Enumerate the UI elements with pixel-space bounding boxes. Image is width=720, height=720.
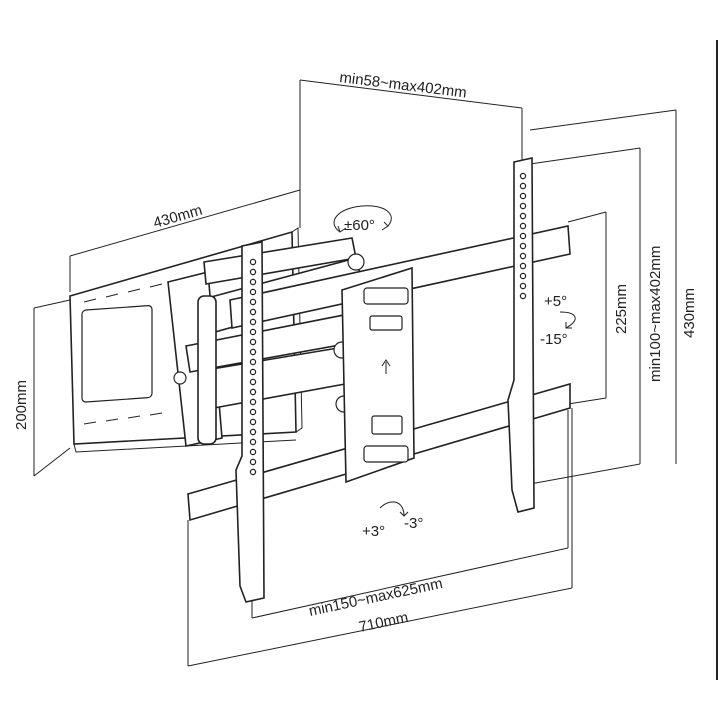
bracket-hole bbox=[519, 182, 527, 190]
tilt-down-angle-label: -15° bbox=[540, 331, 568, 348]
bracket-hole bbox=[249, 298, 257, 306]
wall-plate-width-label: 430mm bbox=[151, 202, 204, 232]
bracket-hole bbox=[249, 358, 257, 366]
bracket-hole bbox=[249, 258, 257, 266]
center-mount-plate bbox=[341, 266, 415, 484]
bracket-hole bbox=[249, 348, 257, 356]
bracket-hole bbox=[519, 232, 527, 240]
vertical-bracket-left bbox=[235, 241, 265, 603]
tilt-range-height-label: 225mm bbox=[613, 284, 630, 334]
bracket-hole bbox=[519, 242, 527, 250]
bracket-hole bbox=[249, 288, 257, 296]
swivel-angle-label: ±60° bbox=[344, 217, 375, 234]
bracket-hole bbox=[519, 252, 527, 260]
bracket-hole bbox=[519, 262, 527, 270]
wall-plate-height-label: 200mm bbox=[13, 380, 30, 430]
bracket-hole bbox=[249, 408, 257, 416]
bracket-hole bbox=[249, 308, 257, 316]
rotate-arrow-icon bbox=[379, 501, 409, 517]
bracket-hole bbox=[519, 292, 527, 300]
bracket-hole bbox=[249, 268, 257, 276]
bracket-hole bbox=[519, 192, 527, 200]
bracket-hole bbox=[519, 172, 527, 180]
bracket-hole bbox=[249, 458, 257, 466]
swivel-arrow-icon bbox=[333, 205, 392, 233]
bracket-hole bbox=[249, 448, 257, 456]
bracket-hole bbox=[519, 212, 527, 220]
overall-height-label: 430mm bbox=[681, 288, 698, 338]
arm-extension-label: min58~max402mm bbox=[339, 69, 468, 101]
tilt-up-angle-label: +5° bbox=[544, 293, 567, 310]
vesa-horizontal-label: min150~max625mm bbox=[307, 575, 444, 620]
bracket-hole bbox=[249, 368, 257, 376]
bracket-hole bbox=[249, 468, 257, 476]
vesa-vertical-label: min100~max402mm bbox=[647, 246, 664, 382]
bracket-hole bbox=[519, 272, 527, 280]
bracket-hole bbox=[249, 378, 257, 386]
vertical-bracket-right bbox=[507, 157, 535, 513]
rotate-minus-angle-label: -3° bbox=[404, 515, 423, 532]
bracket-hole bbox=[249, 338, 257, 346]
bracket-hole bbox=[249, 318, 257, 326]
bracket-hole bbox=[249, 418, 257, 426]
bracket-hole bbox=[249, 428, 257, 436]
bracket-hole bbox=[249, 328, 257, 336]
overall-width-label: 710mm bbox=[357, 609, 409, 636]
bracket-hole bbox=[249, 398, 257, 406]
bracket-hole bbox=[249, 438, 257, 446]
rotate-plus-angle-label: +3° bbox=[362, 523, 385, 540]
bracket-hole bbox=[249, 278, 257, 286]
bracket-hole bbox=[249, 388, 257, 396]
tilt-arrow-icon bbox=[559, 311, 576, 329]
bracket-hole bbox=[519, 202, 527, 210]
bracket-hole bbox=[519, 222, 527, 230]
dimension-lines bbox=[33, 79, 677, 667]
bracket-hole bbox=[519, 282, 527, 290]
